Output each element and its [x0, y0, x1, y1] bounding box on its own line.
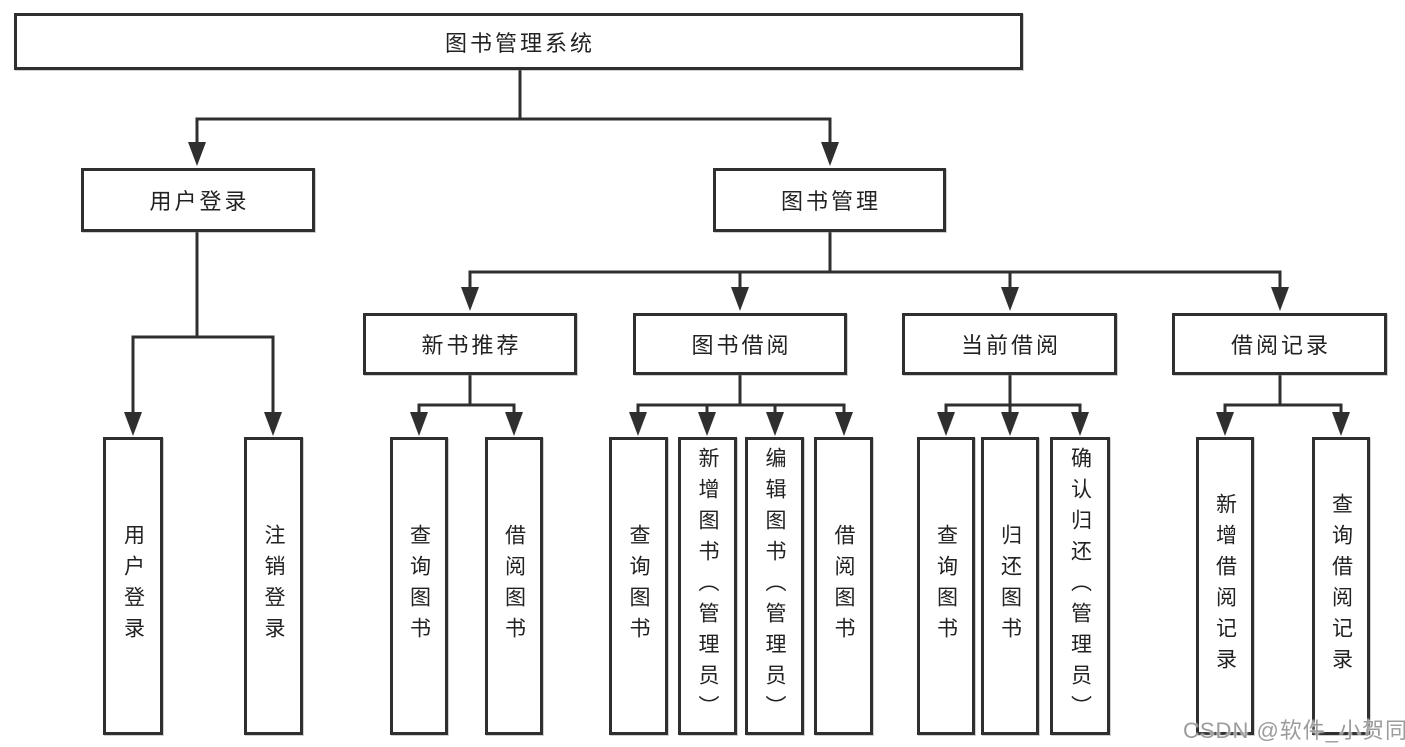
node-leaf-query-books-1: 查询图书 — [390, 437, 448, 735]
node-book-management: 图书管理 — [713, 168, 946, 232]
node-leaf-add-borrow-record: 新增借阅记录 — [1196, 437, 1254, 735]
node-leaf-query-books-3: 查询图书 — [917, 437, 975, 735]
node-label: 查询图书 — [627, 524, 651, 648]
node-label: 查询借阅记录 — [1329, 493, 1353, 679]
node-label: 新书推荐 — [421, 333, 522, 358]
node-label: 查询图书 — [407, 524, 431, 648]
node-leaf-edit-books-admin: 编辑图书（管理员） — [745, 437, 804, 735]
node-leaf-user-login: 用户登录 — [103, 437, 163, 735]
node-label: 归还图书 — [998, 524, 1022, 648]
csdn-watermark: CSDN @软件_小贺同学 — [1183, 718, 1405, 743]
connector-bookmgmt-to-level3 — [461, 231, 1289, 311]
node-label: 图书借阅 — [691, 333, 792, 358]
node-new-book-recommendation: 新书推荐 — [363, 313, 577, 375]
node-current-borrowing: 当前借阅 — [902, 313, 1117, 375]
node-user-login: 用户登录 — [81, 168, 315, 232]
connector-root-to-level2 — [188, 69, 839, 166]
node-leaf-borrow-books-1: 借阅图书 — [485, 437, 543, 735]
node-leaf-add-books-admin: 新增图书（管理员） — [678, 437, 737, 735]
connector-newbookrec-children — [410, 374, 523, 436]
node-label: 图书管理系统 — [444, 30, 595, 56]
node-label: 新增图书（管理员） — [696, 446, 720, 726]
node-label: 确认归还（管理员） — [1068, 446, 1092, 726]
connector-userlogin-children — [124, 231, 282, 436]
node-leaf-logout: 注销登录 — [244, 437, 303, 735]
node-label: 编辑图书（管理员） — [763, 446, 787, 726]
node-leaf-return-books: 归还图书 — [981, 437, 1039, 735]
connector-borrowrec-children — [1216, 374, 1350, 436]
node-label: 借阅记录 — [1230, 333, 1331, 358]
node-label: 用户登录 — [149, 189, 250, 214]
node-label: 查询图书 — [934, 524, 958, 648]
connector-curborrow-children — [937, 374, 1089, 436]
node-label: 借阅图书 — [502, 524, 526, 648]
node-leaf-query-books-2: 查询图书 — [609, 437, 668, 735]
node-library-management-system: 图书管理系统 — [14, 13, 1023, 70]
node-leaf-confirm-return-admin: 确认归还（管理员） — [1050, 437, 1110, 735]
connector-bookborrow-children — [629, 374, 853, 436]
node-label: 图书管理 — [780, 189, 881, 214]
node-leaf-borrow-books-2: 借阅图书 — [814, 437, 873, 735]
node-label: 注销登录 — [262, 524, 286, 648]
node-borrowing-records: 借阅记录 — [1172, 313, 1387, 375]
node-label: 新增借阅记录 — [1213, 493, 1237, 679]
node-label: 用户登录 — [121, 524, 145, 648]
node-label: 当前借阅 — [960, 333, 1061, 358]
node-leaf-query-borrow-record: 查询借阅记录 — [1312, 437, 1370, 735]
node-book-borrowing: 图书借阅 — [633, 313, 847, 375]
node-label: 借阅图书 — [832, 524, 856, 648]
